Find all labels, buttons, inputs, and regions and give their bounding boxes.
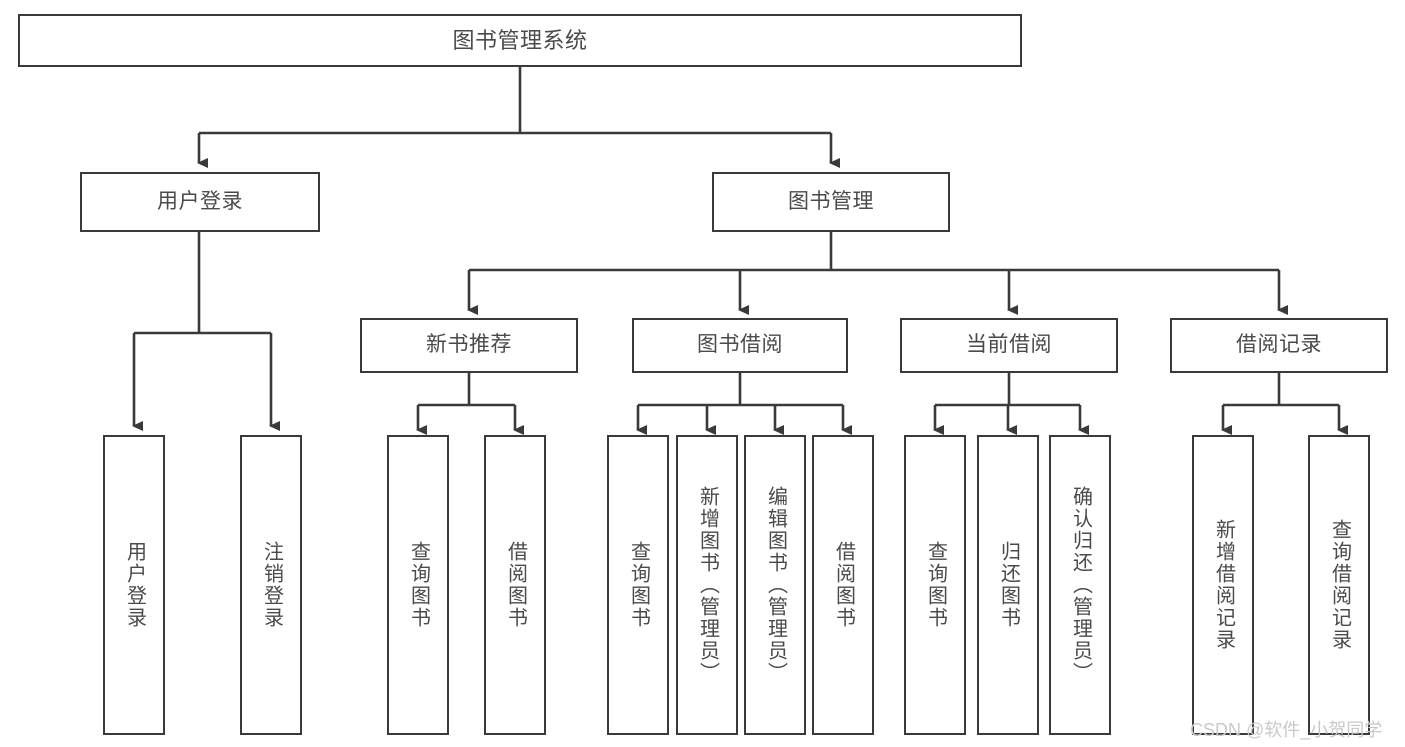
node-book-borrow[interactable]: 图书借阅 xyxy=(632,318,848,373)
node-leaf-borrow-1-label: 查询图书 xyxy=(627,541,650,629)
csdn-watermark: CSDN @软件_小贺同学 xyxy=(1190,720,1383,740)
node-user-login[interactable]: 用户登录 xyxy=(80,172,320,232)
node-leaf-user-login-1[interactable]: 用户登录 xyxy=(103,435,165,735)
node-leaf-new-book-2[interactable]: 借阅图书 xyxy=(484,435,546,735)
node-current-borrow[interactable]: 当前借阅 xyxy=(900,318,1118,373)
node-book-manage-label: 图书管理 xyxy=(788,189,874,213)
node-book-manage[interactable]: 图书管理 xyxy=(712,172,950,232)
node-root[interactable]: 图书管理系统 xyxy=(18,14,1022,67)
node-leaf-borrow-3[interactable]: 编辑图书（管理员） xyxy=(744,435,806,735)
node-new-book-rec-label: 新书推荐 xyxy=(426,333,512,357)
node-leaf-record-1[interactable]: 新增借阅记录 xyxy=(1192,435,1254,735)
node-leaf-borrow-1[interactable]: 查询图书 xyxy=(607,435,669,735)
node-leaf-new-book-1-label: 查询图书 xyxy=(407,541,430,629)
node-borrow-record[interactable]: 借阅记录 xyxy=(1170,318,1388,373)
node-leaf-borrow-2[interactable]: 新增图书（管理员） xyxy=(676,435,738,735)
node-leaf-user-login-2[interactable]: 注销登录 xyxy=(240,435,302,735)
node-leaf-borrow-4-label: 借阅图书 xyxy=(832,541,855,629)
node-leaf-current-3[interactable]: 确认归还（管理员） xyxy=(1049,435,1111,735)
node-leaf-user-login-2-label: 注销登录 xyxy=(260,541,283,629)
node-leaf-new-book-2-label: 借阅图书 xyxy=(504,541,527,629)
node-leaf-user-login-1-label: 用户登录 xyxy=(123,541,146,629)
node-leaf-borrow-3-label: 编辑图书（管理员） xyxy=(764,486,787,684)
node-current-borrow-label: 当前借阅 xyxy=(966,333,1052,357)
node-leaf-new-book-1[interactable]: 查询图书 xyxy=(387,435,449,735)
node-new-book-rec[interactable]: 新书推荐 xyxy=(360,318,578,373)
node-leaf-current-3-label: 确认归还（管理员） xyxy=(1069,486,1092,684)
node-leaf-current-2[interactable]: 归还图书 xyxy=(977,435,1039,735)
node-user-login-label: 用户登录 xyxy=(157,189,243,213)
node-leaf-record-2[interactable]: 查询借阅记录 xyxy=(1308,435,1370,735)
node-borrow-record-label: 借阅记录 xyxy=(1236,333,1322,357)
node-leaf-borrow-4[interactable]: 借阅图书 xyxy=(812,435,874,735)
node-leaf-current-2-label: 归还图书 xyxy=(997,541,1020,629)
node-leaf-current-1-label: 查询图书 xyxy=(924,541,947,629)
node-book-borrow-label: 图书借阅 xyxy=(697,333,783,357)
node-leaf-record-1-label: 新增借阅记录 xyxy=(1212,519,1235,651)
node-leaf-record-2-label: 查询借阅记录 xyxy=(1328,519,1351,651)
node-root-label: 图书管理系统 xyxy=(452,27,588,53)
node-leaf-borrow-2-label: 新增图书（管理员） xyxy=(696,486,719,684)
node-leaf-current-1[interactable]: 查询图书 xyxy=(904,435,966,735)
